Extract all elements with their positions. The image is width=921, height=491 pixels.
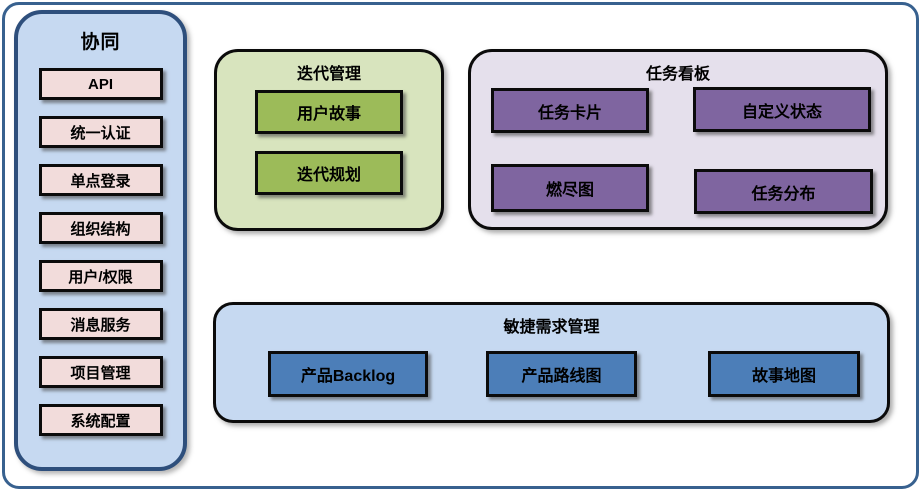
sidebar-title: 协同 — [80, 32, 121, 53]
sidebar-item-org-structure: 组织结构 — [38, 212, 163, 244]
box-task-distribution: 任务分布 — [694, 169, 873, 214]
panel-agile-title: 敏捷需求管理 — [503, 319, 600, 336]
panel-iteration-management: 迭代管理 用户故事 迭代规划 — [214, 49, 444, 231]
panel-kanban-title: 任务看板 — [645, 66, 710, 83]
sidebar-item-system-config: 系统配置 — [38, 404, 163, 436]
box-story-map: 故事地图 — [708, 351, 860, 397]
sidebar-item-message-service: 消息服务 — [38, 308, 163, 340]
box-user-story: 用户故事 — [255, 90, 403, 134]
sidebar-item-sso: 单点登录 — [38, 164, 163, 196]
panel-iteration-title: 迭代管理 — [296, 66, 361, 83]
box-iteration-planning: 迭代规划 — [255, 151, 403, 195]
box-custom-status: 自定义状态 — [693, 87, 871, 132]
panel-agile-requirements: 敏捷需求管理 产品Backlog 产品路线图 故事地图 — [213, 302, 890, 423]
box-product-backlog: 产品Backlog — [268, 351, 428, 397]
sidebar-item-user-permissions: 用户/权限 — [38, 260, 163, 292]
sidebar-item-list: API 统一认证 单点登录 组织结构 用户/权限 消息服务 项目管理 系统配置 — [38, 68, 163, 436]
box-burndown-chart: 燃尽图 — [491, 164, 649, 212]
sidebar-item-unified-auth: 统一认证 — [38, 116, 163, 148]
panel-task-kanban: 任务看板 任务卡片 自定义状态 燃尽图 任务分布 — [468, 49, 888, 230]
sidebar-collaboration: 协同 API 统一认证 单点登录 组织结构 用户/权限 消息服务 项目管理 系统… — [14, 10, 187, 471]
sidebar-item-api: API — [38, 68, 163, 100]
box-task-card: 任务卡片 — [491, 88, 649, 133]
box-product-roadmap: 产品路线图 — [486, 351, 637, 397]
sidebar-item-project-management: 项目管理 — [38, 356, 163, 388]
